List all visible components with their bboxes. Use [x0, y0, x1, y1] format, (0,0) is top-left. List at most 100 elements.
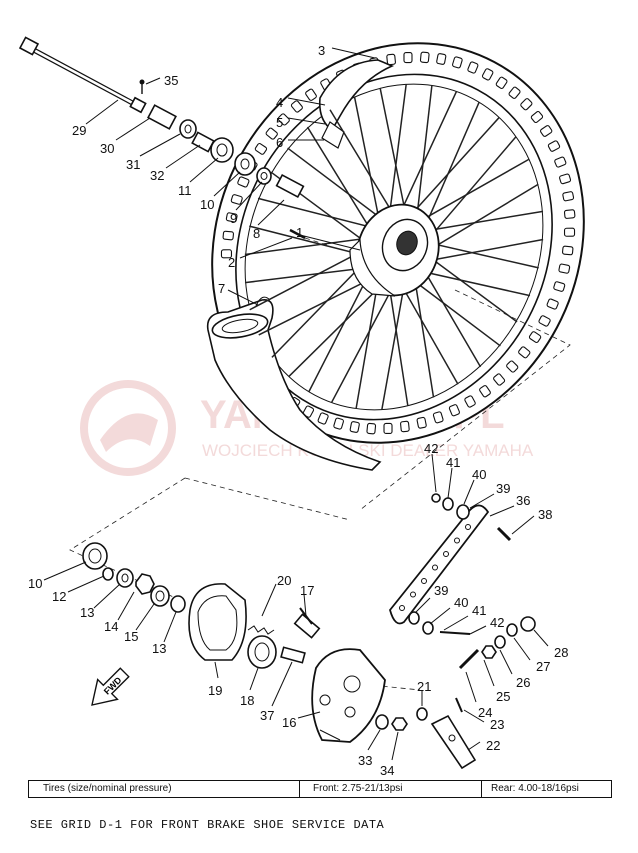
callout-9: 9: [230, 211, 237, 226]
leader-line: [415, 597, 431, 613]
leader-line: [499, 649, 513, 675]
callout-33: 33: [358, 753, 372, 768]
leader-line: [227, 289, 259, 306]
leader-line: [163, 611, 177, 643]
callout-10a: 10: [200, 197, 214, 212]
leader-line: [367, 729, 381, 751]
leader-line: [431, 453, 437, 493]
tires-table: Tires (size/nominal pressure) Front: 2.7…: [28, 780, 612, 798]
hub: [349, 203, 440, 297]
callout-37: 37: [260, 708, 274, 723]
callout-41b: 41: [472, 603, 486, 618]
watermark-logo-icon: [80, 380, 176, 476]
leader-line: [257, 199, 285, 226]
callout-13a: 13: [80, 605, 94, 620]
leader-lines: [43, 47, 549, 761]
callout-27: 27: [536, 659, 550, 674]
leader-line: [469, 493, 495, 509]
leader-line: [93, 583, 121, 609]
callout-11: 11: [178, 183, 192, 198]
leader-line: [135, 603, 155, 631]
leader-line: [239, 237, 293, 259]
callout-1: 1: [296, 225, 303, 240]
callout-42b: 42: [490, 615, 504, 630]
leader-line: [299, 234, 361, 251]
callout-39a: 39: [496, 481, 510, 496]
leader-line: [429, 607, 451, 625]
leader-line: [465, 671, 477, 703]
callout-15: 15: [124, 629, 138, 644]
leader-line: [513, 637, 531, 661]
leader-line: [67, 575, 105, 593]
leader-line: [331, 47, 376, 59]
leader-line: [165, 144, 201, 169]
callout-40a: 40: [472, 467, 486, 482]
callout-28: 28: [554, 645, 568, 660]
callout-18: 18: [240, 693, 254, 708]
tire-cross-section: [206, 296, 382, 471]
callout-36: 36: [516, 493, 530, 508]
callout-35: 35: [164, 73, 178, 88]
leader-line: [463, 479, 475, 505]
leader-line: [287, 117, 326, 125]
callout-34: 34: [380, 763, 394, 778]
leader-line: [533, 629, 549, 647]
callout-14: 14: [104, 619, 118, 634]
callout-20: 20: [277, 573, 291, 588]
callout-16: 16: [282, 715, 296, 730]
callout-41a: 41: [446, 455, 460, 470]
service-note: SEE GRID D-1 FOR FRONT BRAKE SHOE SERVIC…: [30, 818, 385, 832]
callout-39b: 39: [434, 583, 448, 598]
leader-line: [511, 515, 535, 535]
leader-line: [115, 117, 151, 141]
leader-line: [483, 659, 495, 687]
leader-line: [297, 711, 321, 719]
callout-3: 3: [318, 43, 325, 58]
leader-line: [443, 615, 469, 631]
brake-shoe: [188, 583, 247, 661]
callout-6: 6: [276, 135, 283, 150]
brake-plate: [311, 648, 386, 743]
callout-8: 8: [253, 226, 260, 241]
callout-22: 22: [486, 738, 500, 753]
callout-10b: 10: [28, 576, 42, 591]
fwd-arrow-icon: FWD: [91, 667, 130, 706]
torque-arm: [389, 493, 536, 670]
exploded-wheel-diagram: YAMASKLEP.PL WOJCIECH KOWALSKI DEALER YA…: [18, 36, 585, 778]
leader-line: [235, 181, 263, 211]
callout-25: 25: [496, 689, 510, 704]
callout-7: 7: [218, 281, 225, 296]
callout-24: 24: [478, 705, 492, 720]
callout-42a: 42: [424, 441, 438, 456]
callout-13b: 13: [152, 641, 166, 656]
callout-23: 23: [490, 717, 504, 732]
leader-line: [214, 661, 219, 679]
callout-19: 19: [208, 683, 222, 698]
callout-26: 26: [516, 675, 530, 690]
axle-parts: [18, 36, 331, 247]
leader-line: [271, 661, 293, 707]
leader-line: [249, 667, 259, 691]
leader-line: [469, 625, 487, 635]
callout-12: 12: [52, 589, 66, 604]
watermark-tagline: WOJCIECH KOWALSKI DEALER YAMAHA: [202, 441, 534, 460]
leader-line: [213, 171, 241, 197]
callout-38: 38: [538, 507, 552, 522]
tires-rear: Rear: 4.00-18/16psi: [491, 783, 579, 794]
leader-line: [489, 505, 515, 517]
brake-assembly: [82, 542, 477, 770]
callout-4: 4: [276, 95, 283, 110]
leader-line: [391, 731, 399, 761]
callout-40b: 40: [454, 595, 468, 610]
leader-line: [463, 709, 485, 723]
tube: [318, 59, 395, 149]
leader-line: [85, 99, 119, 125]
leader-line: [139, 133, 181, 157]
brake-arm: [430, 714, 477, 770]
leader-line: [447, 467, 453, 499]
callout-5: 5: [276, 115, 283, 130]
tires-label: Tires (size/nominal pressure): [43, 783, 172, 794]
leader-line: [117, 591, 135, 621]
callout-labels: 1234567891011293031323510121314151319201…: [28, 43, 568, 778]
callout-17: 17: [300, 583, 314, 598]
